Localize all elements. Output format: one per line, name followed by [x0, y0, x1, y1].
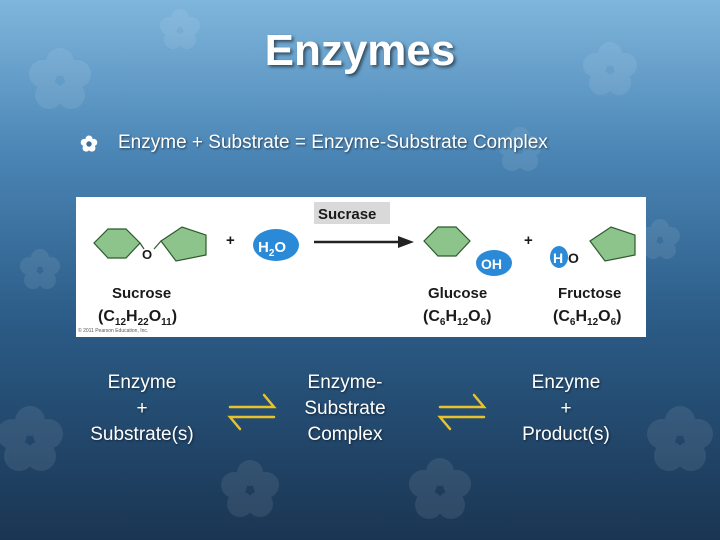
- slide-title: Enzymes: [264, 26, 456, 75]
- plus-sign-products: +: [524, 232, 533, 249]
- equation-right-line-2: +: [560, 398, 572, 419]
- sucrose-hydrolysis-figure: O + H2O Sucrase OH + H O Sucrose Glucose…: [76, 197, 646, 337]
- bullet-text: Enzyme + Substrate = Enzyme-Substrate Co…: [118, 132, 548, 153]
- equation-middle-line-3: Complex: [307, 424, 383, 445]
- fructose-formula: (C6H12O6): [553, 308, 621, 328]
- hydroxyl-label: OH: [481, 256, 502, 272]
- sucrase-label-box: [314, 202, 390, 224]
- glucose-formula: (C6H12O6): [423, 308, 491, 328]
- equation-left: Enzyme + Substrate(s): [82, 370, 202, 448]
- equation-middle: Enzyme- Substrate Complex: [290, 370, 400, 448]
- glucose-name: Glucose: [428, 285, 487, 302]
- fructose-ring: [589, 226, 636, 262]
- equation-right: Enzyme + Product(s): [508, 370, 624, 448]
- sucrose-glucose-ring: [93, 228, 141, 259]
- fructose-name: Fructose: [558, 285, 621, 302]
- sucrose-fructose-ring: [160, 226, 207, 262]
- equation-left-line-3: Substrate(s): [90, 424, 194, 445]
- equation-right-line-1: Enzyme: [531, 372, 601, 393]
- water-h: H: [258, 239, 269, 256]
- svg-text:H2O: H2O: [258, 239, 286, 259]
- hydroxyl-group: [476, 250, 512, 276]
- water-o: O: [274, 239, 286, 256]
- hydrogen-atom: [550, 246, 568, 268]
- sucrose-name: Sucrose: [112, 285, 171, 302]
- figure-credit: © 2011 Pearson Education, Inc.: [78, 327, 148, 334]
- equation-middle-line-1: Enzyme-: [307, 372, 383, 393]
- sucrose-formula: (C12H22O11): [98, 308, 177, 328]
- hydrogen-label: H: [553, 250, 563, 266]
- equation-left-line-2: +: [136, 398, 148, 419]
- water-subscript: 2: [269, 248, 275, 259]
- glycosidic-oxygen: O: [142, 247, 152, 262]
- reversible-arrow-icon-2: [437, 393, 487, 431]
- water-molecule: [253, 229, 299, 261]
- flower-bullet-icon: [80, 135, 98, 152]
- equation-left-line-1: Enzyme: [107, 372, 177, 393]
- equation-right-line-3: Product(s): [522, 424, 610, 445]
- equation-middle-line-2: Substrate: [304, 398, 386, 419]
- fructose-oxygen: O: [568, 250, 579, 266]
- enzyme-label: Sucrase: [318, 206, 376, 223]
- reversible-arrow-icon: [227, 393, 277, 431]
- plus-sign: +: [226, 232, 235, 249]
- glucose-ring: [423, 226, 471, 257]
